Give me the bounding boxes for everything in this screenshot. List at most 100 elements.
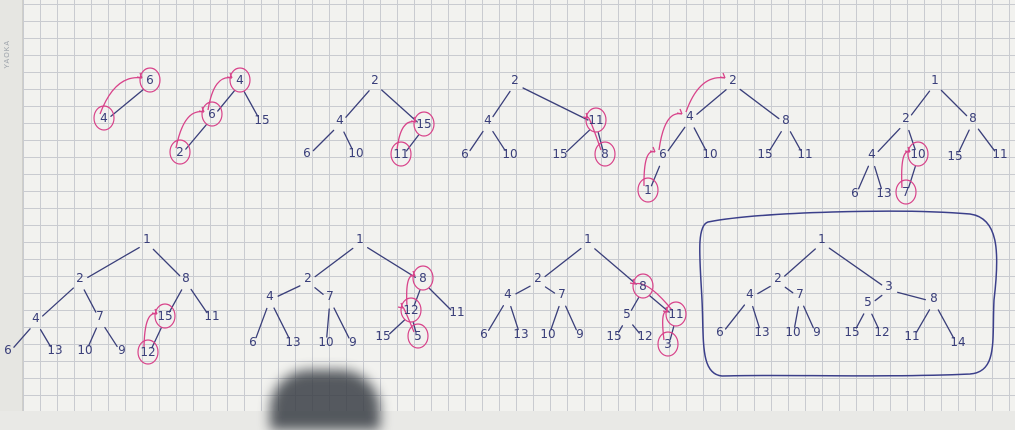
finger-shadow xyxy=(270,370,380,430)
node-value: 11 xyxy=(449,305,464,319)
tree-edge xyxy=(110,89,144,117)
tree-edge xyxy=(693,127,707,151)
tree-edge xyxy=(345,90,370,118)
node-value: 11 xyxy=(904,329,919,343)
node-value: 8 xyxy=(419,271,427,285)
tree-edge xyxy=(515,285,531,295)
node-value: 2 xyxy=(511,73,519,87)
node-value: 13 xyxy=(513,327,528,341)
node-value: 2 xyxy=(176,145,184,159)
tree-edge xyxy=(190,288,208,314)
node-value: 9 xyxy=(813,325,821,339)
tree-edge xyxy=(343,131,353,150)
node-value: 9 xyxy=(576,327,584,341)
tree-edge xyxy=(13,328,31,348)
tree-edge xyxy=(915,309,931,333)
node-value: 4 xyxy=(484,113,492,127)
tree-edge xyxy=(937,309,955,339)
node-value: 15 xyxy=(947,149,962,163)
node-value: 7 xyxy=(326,289,334,303)
tree-edge xyxy=(667,126,686,152)
node-value: 15 xyxy=(844,325,859,339)
tree-edge xyxy=(874,294,883,302)
node-value: 2 xyxy=(304,271,312,285)
node-value: 7 xyxy=(96,309,104,323)
tree-edge xyxy=(739,88,780,120)
tree-edge xyxy=(594,248,637,285)
node-value: 4 xyxy=(686,109,694,123)
swap-arrow xyxy=(207,76,233,111)
tree-edge xyxy=(83,289,97,313)
tree-edge xyxy=(597,132,604,150)
node-value: 10 xyxy=(702,147,717,161)
node-value: 4 xyxy=(868,147,876,161)
node-value: 15 xyxy=(157,309,172,323)
node-value: 4 xyxy=(266,289,274,303)
node-value: 2 xyxy=(371,73,379,87)
tree-edge xyxy=(326,308,330,338)
highlight-circle xyxy=(412,265,434,291)
node-value: 6 xyxy=(851,186,859,200)
swap-arrow-head xyxy=(719,72,726,79)
highlight-circle xyxy=(632,273,654,299)
node-value: 2 xyxy=(902,111,910,125)
tree-edge xyxy=(312,129,335,152)
tree-edge xyxy=(544,247,582,278)
node-value: 6 xyxy=(303,146,311,160)
tree-edge xyxy=(104,326,118,348)
tree-edge xyxy=(273,307,290,339)
node-value: 11 xyxy=(668,307,683,321)
tree-edge xyxy=(784,286,794,294)
node-value: 12 xyxy=(637,329,652,343)
node-value: 10 xyxy=(540,327,555,341)
highlight-circle xyxy=(895,179,917,205)
tree-edge xyxy=(492,130,506,152)
tree-edge xyxy=(897,291,926,301)
swap-arrow xyxy=(658,113,683,151)
node-value: 2 xyxy=(774,271,782,285)
swap-arrow xyxy=(175,111,205,149)
highlight-circle xyxy=(400,297,422,323)
node-value: 6 xyxy=(146,73,154,87)
node-value: 15 xyxy=(375,329,390,343)
tree-edge xyxy=(367,247,416,278)
node-value: 1 xyxy=(584,232,592,246)
node-value: 4 xyxy=(746,287,754,301)
node-value: 6 xyxy=(4,343,12,357)
tree-edge xyxy=(617,325,624,333)
node-value: 11 xyxy=(992,147,1007,161)
swap-arrow-head xyxy=(676,108,683,115)
tree-edge xyxy=(910,90,931,116)
node-value: 4 xyxy=(236,73,244,87)
tree-edge xyxy=(757,285,771,295)
node-value: 15 xyxy=(606,329,621,343)
tree-edge xyxy=(42,287,74,317)
tree-edge xyxy=(405,134,420,152)
swap-arrow xyxy=(396,120,417,151)
node-value: 8 xyxy=(930,291,938,305)
tree-edge xyxy=(630,297,640,311)
tree-edge xyxy=(696,89,727,115)
node-value: 4 xyxy=(100,111,108,125)
tree-edge xyxy=(152,248,181,277)
tree-edge xyxy=(877,127,901,153)
tree-edge xyxy=(243,91,259,117)
tree-edge xyxy=(752,305,760,329)
highlight-circle xyxy=(137,339,159,365)
node-value: 5 xyxy=(623,307,631,321)
tree-edge xyxy=(522,87,589,121)
node-value: 15 xyxy=(416,117,431,131)
node-value: 5 xyxy=(414,329,422,343)
node-value: 11 xyxy=(204,309,219,323)
tree-edge xyxy=(469,130,484,152)
node-value: 5 xyxy=(864,295,872,309)
node-value: 13 xyxy=(285,335,300,349)
node-value: 13 xyxy=(47,343,62,357)
